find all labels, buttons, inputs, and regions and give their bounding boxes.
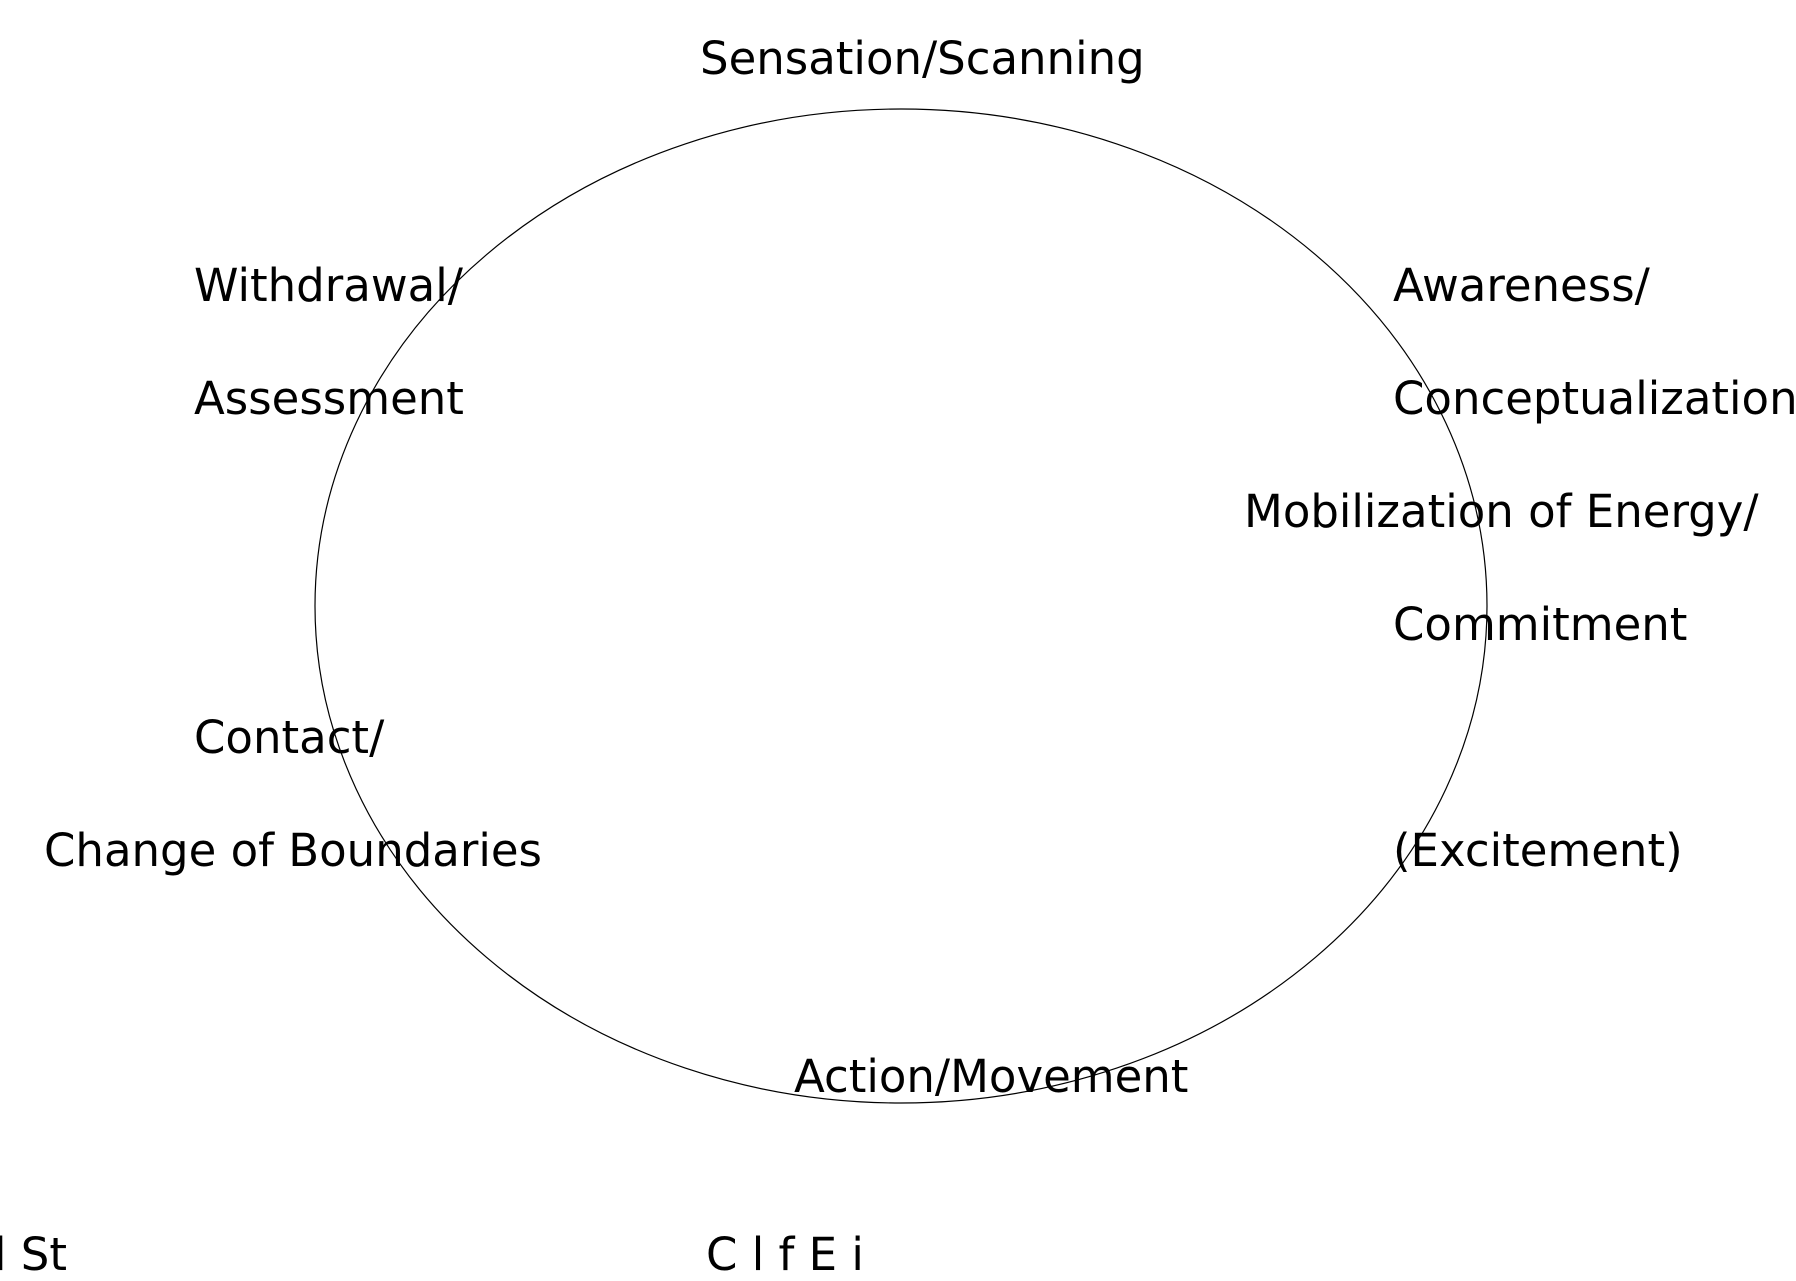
- stage-sensation-scanning: Sensation/Scanning: [700, 32, 1145, 85]
- stage-action-movement: Action/Movement: [794, 1050, 1189, 1103]
- stage-withdrawal-line2: Assessment: [194, 372, 464, 425]
- footer-left-partial-text: l St: [0, 1228, 68, 1281]
- stage-awareness-line2: Conceptualization: [1393, 372, 1796, 425]
- stage-mobilization-line1: Mobilization of Energy/: [1244, 485, 1759, 538]
- stage-excitement: (Excitement): [1393, 824, 1683, 877]
- stage-mobilization-line2: Commitment: [1393, 598, 1688, 651]
- footer-center-partial-text: C l f E i: [706, 1228, 864, 1281]
- stage-awareness-line1: Awareness/: [1393, 259, 1650, 312]
- stage-contact-line2: Change of Boundaries: [44, 824, 542, 877]
- cycle-ellipse: [314, 108, 1488, 1104]
- cycle-diagram: [314, 108, 1488, 1104]
- stage-withdrawal-line1: Withdrawal/: [194, 259, 463, 312]
- stage-contact-line1: Contact/: [194, 711, 385, 764]
